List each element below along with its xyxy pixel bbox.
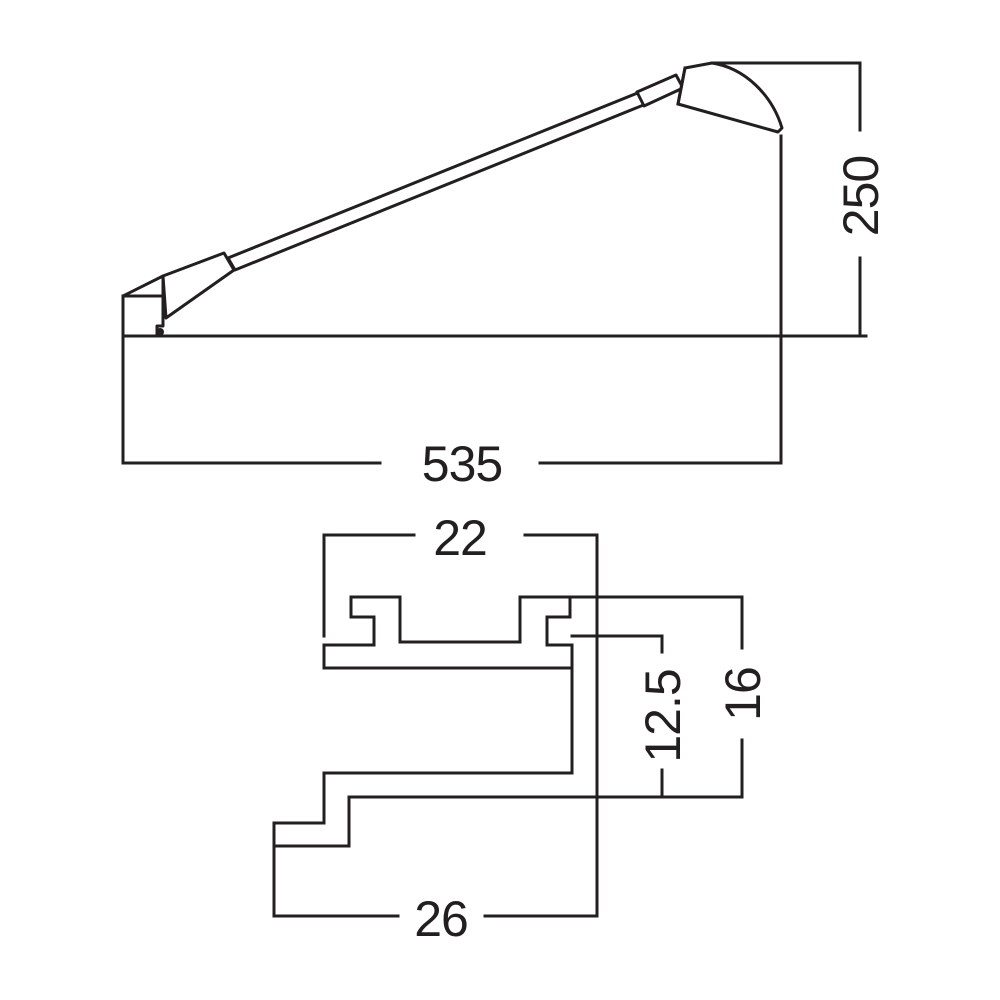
lamp-arm-sleeve bbox=[161, 251, 236, 320]
lamp-head bbox=[676, 61, 784, 134]
lamp-arm-joint bbox=[635, 73, 685, 108]
lamp-head-rim bbox=[676, 66, 687, 106]
lamp-arm bbox=[226, 90, 648, 272]
profile-outline bbox=[272, 595, 599, 848]
top-width-label: 22 bbox=[433, 510, 487, 566]
bottom-width-label: 26 bbox=[414, 891, 468, 947]
length-dimension-label: 535 bbox=[422, 436, 502, 492]
lamp-mount-bracket bbox=[121, 274, 165, 338]
lamp-side-view: 250 535 bbox=[121, 61, 889, 492]
height-dimension-label: 250 bbox=[833, 156, 889, 236]
inner-height-label: 12.5 bbox=[635, 669, 691, 762]
profile-cross-section: 22 26 12.5 16 bbox=[272, 510, 771, 947]
total-height-label: 16 bbox=[715, 667, 771, 721]
lamp-mount-screw bbox=[156, 328, 164, 336]
